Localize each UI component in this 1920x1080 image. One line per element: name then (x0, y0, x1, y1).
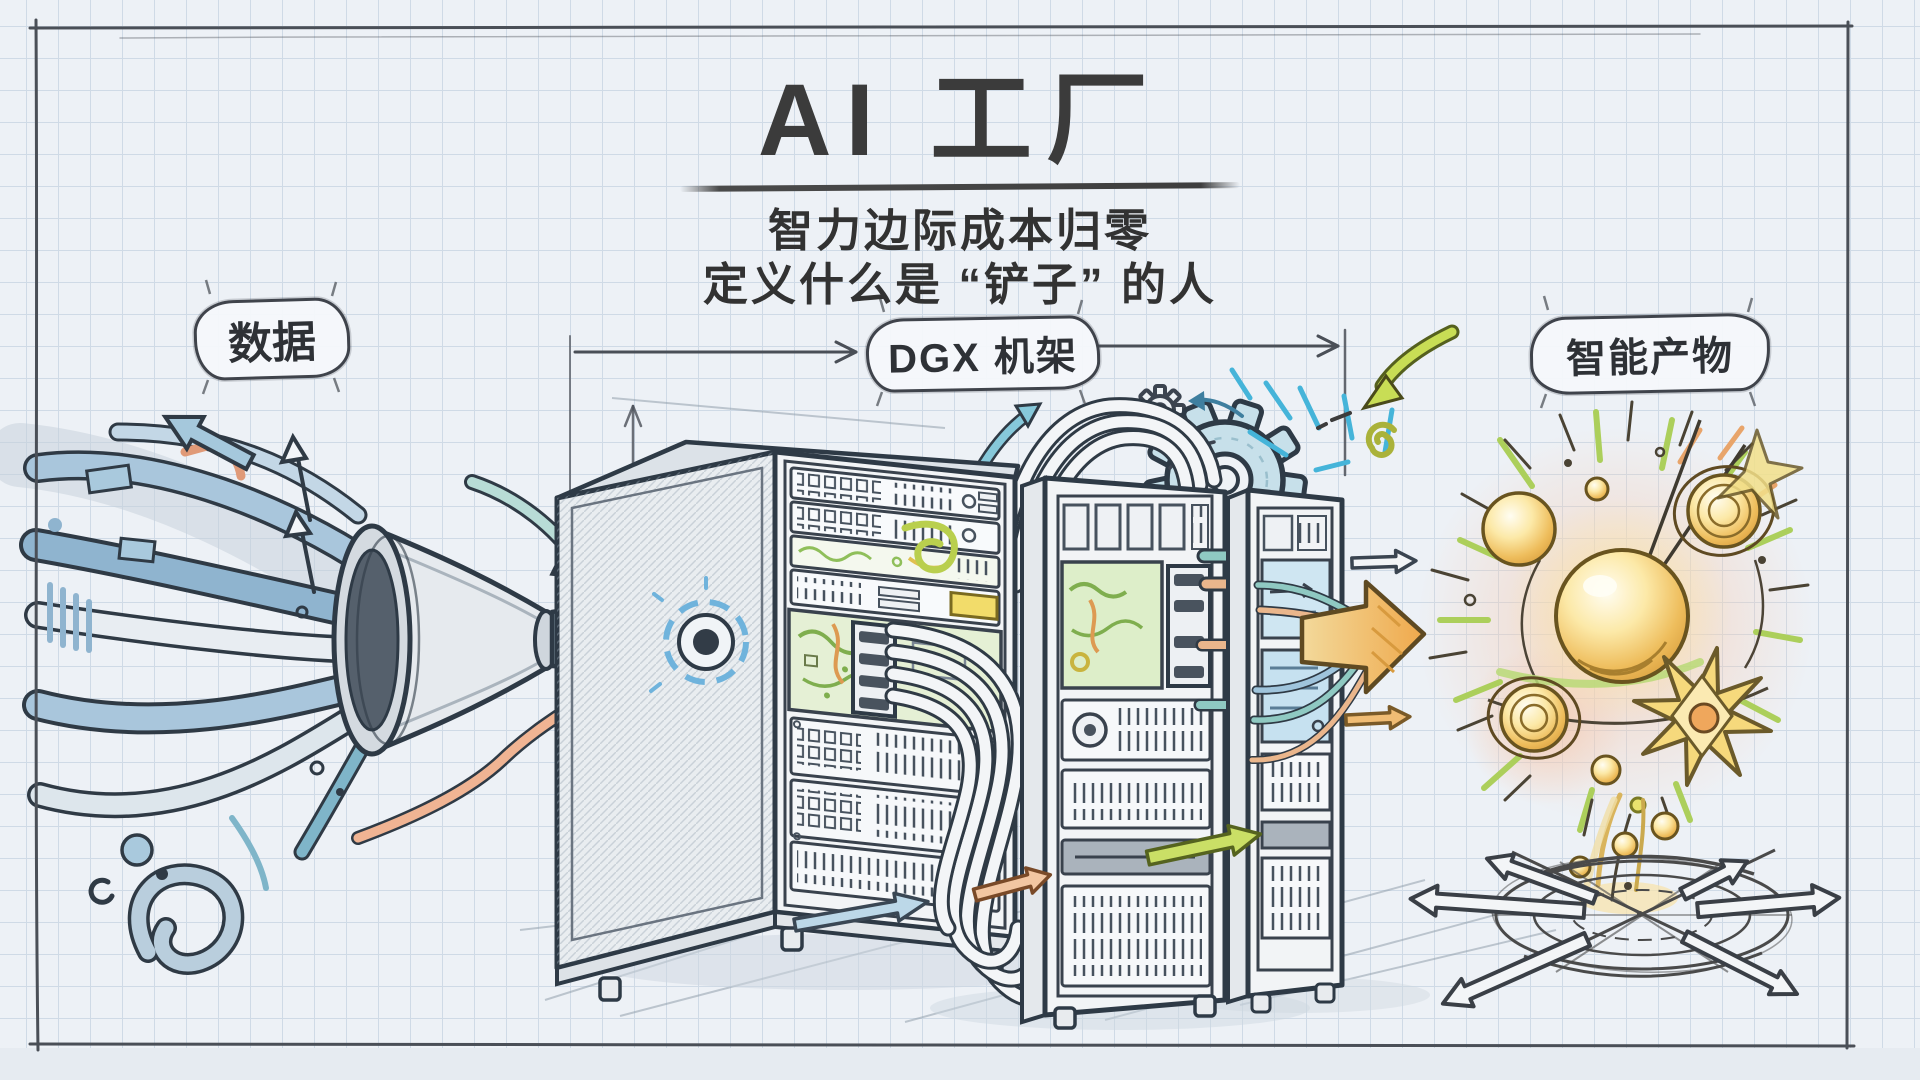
compass-arrows-icon (1408, 848, 1842, 1009)
glow-sphere-icon (1481, 491, 1557, 567)
green-curve-arrow-icon (1316, 324, 1460, 458)
server-rack-3 (1226, 487, 1345, 1014)
server-rack-2 (1020, 475, 1228, 1030)
label-ticks (201, 279, 1757, 409)
label-dgx-rack: DGX 机架 (865, 314, 1101, 394)
starburst-icon (1716, 428, 1804, 520)
label-dgx-rack-text: DGX 机架 (887, 334, 1079, 382)
label-intelligence-output: 智能产物 (1529, 312, 1771, 396)
intelligence-burst (1428, 400, 1810, 917)
orange-curve-arrow-icon (229, 696, 590, 891)
output-arrow-icon (1299, 579, 1427, 695)
label-data-text: 数据 (227, 317, 317, 370)
data-port-icon (649, 576, 749, 693)
funnel-icon (331, 523, 559, 757)
small-arrows-right (792, 548, 1418, 933)
spark-dashes-icon (1229, 367, 1395, 473)
paper-margin (0, 1048, 1920, 1080)
ringed-sphere-icon (1486, 676, 1582, 760)
green-rays (1437, 409, 1803, 833)
label-data: 数据 (192, 296, 352, 382)
starburst-icon (1632, 646, 1773, 787)
label-intelligence-output-text: 智能产物 (1565, 334, 1735, 382)
sketch-frame (28, 18, 1856, 1052)
